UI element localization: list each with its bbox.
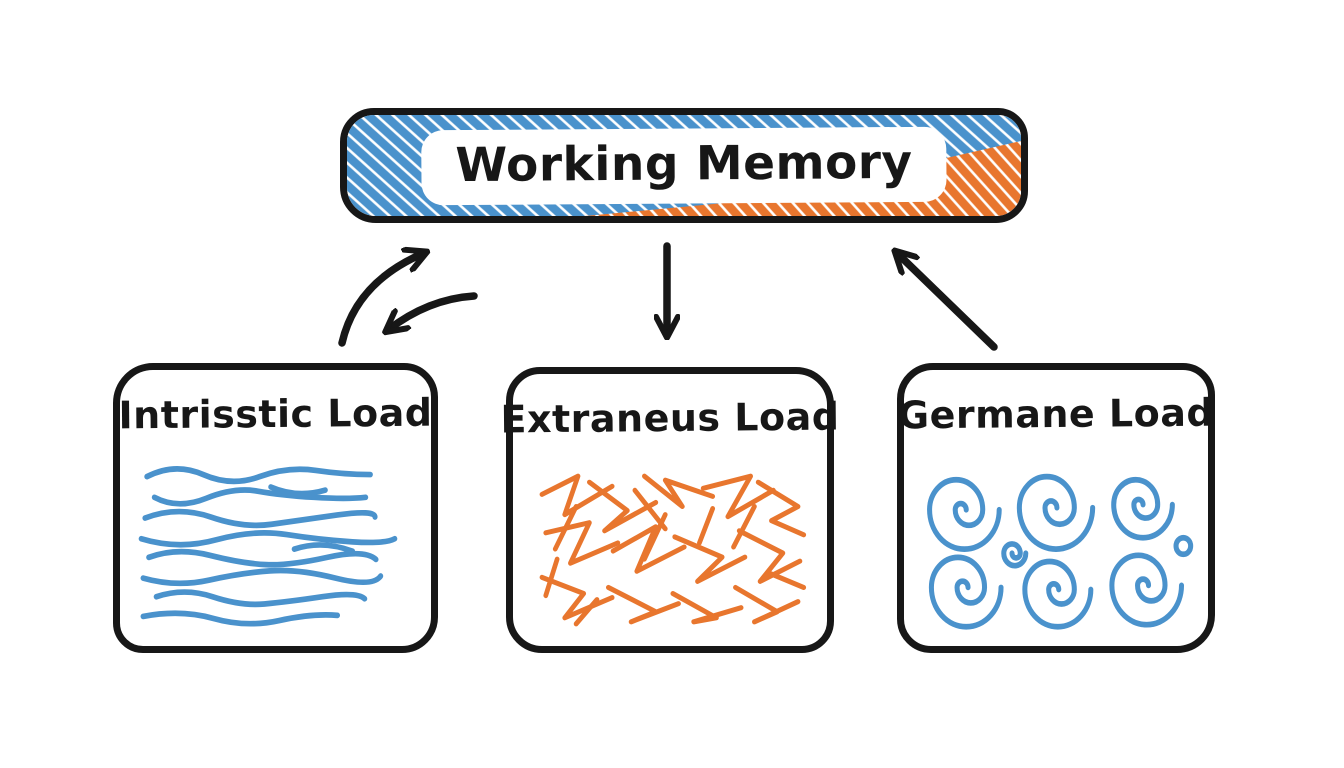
arrow-germane-to-memory xyxy=(897,253,998,351)
intrinsic-load-title: Intrisstic Load xyxy=(118,390,433,438)
arrow-memory-to-intrinsic xyxy=(388,292,478,330)
spiral-texture xyxy=(914,458,1198,634)
germane-load-title: Germane Load xyxy=(897,390,1215,438)
extraneous-load-title: Extraneus Load xyxy=(500,394,840,442)
intrinsic-load-box: Intrisstic Load xyxy=(113,363,438,653)
working-memory-bar: Working Memory xyxy=(340,108,1028,223)
arrow-intrinsic-to-memory xyxy=(338,253,424,347)
wavy-lines-texture xyxy=(130,458,421,634)
extraneous-load-box: Extraneus Load xyxy=(500,367,840,653)
working-memory-label: Working Memory xyxy=(421,126,947,205)
scribble-texture xyxy=(523,462,817,634)
germane-load-box: Germane Load xyxy=(897,363,1215,653)
